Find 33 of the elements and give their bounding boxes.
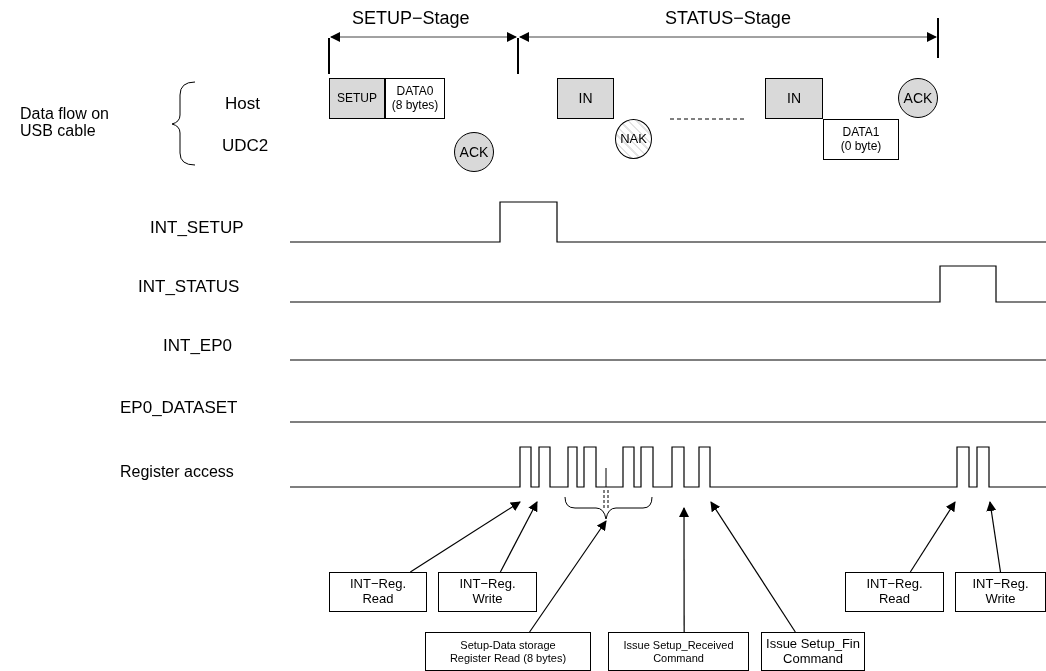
packet-box: SETUP (329, 78, 385, 119)
row-label: Data flow on USB cable (20, 106, 110, 140)
packet-box: DATA1 (0 byte) (823, 119, 899, 160)
stage-label: STATUS−Stage (665, 8, 791, 29)
packet-box: IN (765, 78, 823, 119)
curly-brace (564, 496, 653, 520)
token-circle: ACK (454, 132, 494, 172)
token-circle: NAK (615, 119, 652, 159)
signal-name: INT_SETUP (150, 218, 244, 238)
leader-arrow (710, 501, 796, 633)
signal-name: EP0_DATASET (120, 398, 238, 418)
callout-box: Setup-Data storage Register Read (8 bytes) (425, 632, 591, 671)
callout-box: INT−Reg. Write (955, 572, 1046, 612)
callout-box: INT−Reg. Read (329, 572, 427, 612)
signal-name: Register access (120, 463, 234, 481)
stage-label: SETUP−Stage (352, 8, 470, 29)
leader-arrow (409, 501, 521, 573)
row-label: UDC2 (222, 136, 269, 156)
signal-name: INT_EP0 (163, 336, 232, 356)
signal-name: INT_STATUS (138, 277, 240, 297)
callout-box: Issue Setup_Received Command (608, 632, 749, 671)
callout-box: INT−Reg. Read (845, 572, 944, 612)
row-label: Host (225, 94, 260, 114)
leader-arrow (499, 501, 538, 573)
leader-arrow (909, 501, 956, 573)
leader-arrow (529, 520, 607, 633)
token-circle: ACK (898, 78, 938, 118)
packet-box: IN (557, 78, 614, 119)
packet-box: DATA0 (8 bytes) (385, 78, 445, 119)
callout-box: INT−Reg. Write (438, 572, 537, 612)
leader-arrow (679, 507, 689, 633)
callout-box: Issue Setup_Fin Command (761, 632, 865, 671)
leader-arrow (986, 501, 1002, 573)
